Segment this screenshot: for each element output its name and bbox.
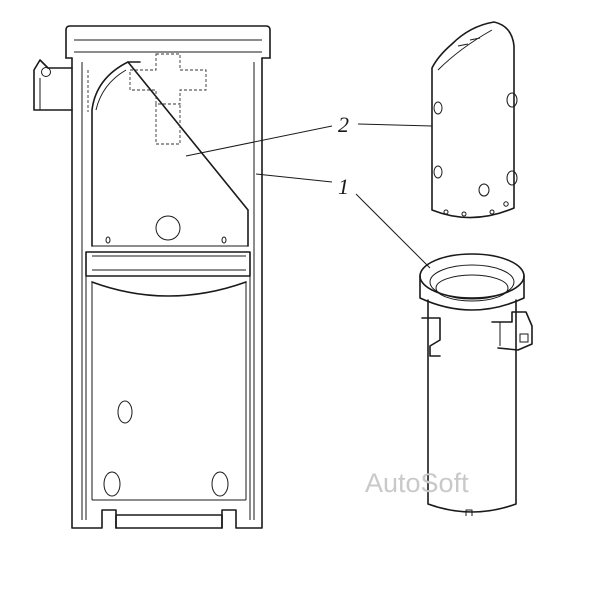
filter-element: [431, 21, 518, 219]
callout-number-2: 2: [338, 112, 349, 137]
callout-number-1: 1: [338, 174, 349, 199]
hole-icon: [155, 215, 181, 241]
upper-chamber: [87, 53, 249, 247]
outer-casing: [65, 25, 271, 529]
leader-1-to-casing: [255, 173, 333, 183]
leader-lines: [185, 123, 433, 269]
middle-band: [85, 251, 251, 520]
leader-1-to-cup: [355, 193, 431, 269]
lower-chamber: [92, 400, 246, 501]
leader-2-to-element: [357, 123, 433, 127]
watermark-text: AutoSoft: [365, 468, 469, 498]
leader-2-to-chamber: [185, 125, 333, 157]
mounting-bracket: [33, 59, 73, 111]
filter-housing-cup: [419, 253, 533, 516]
